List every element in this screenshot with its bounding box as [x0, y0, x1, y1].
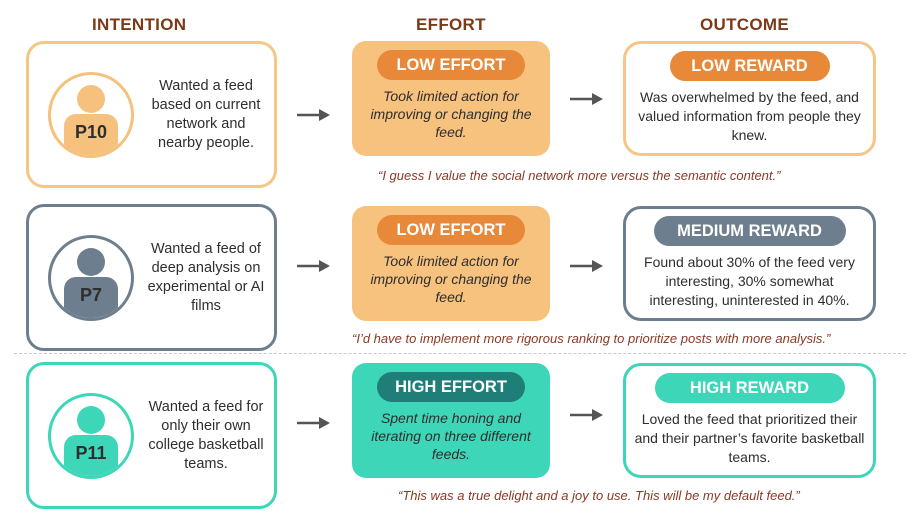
header-outcome: OUTCOME [700, 15, 789, 34]
outcome-text: Was overwhelmed by the feed, and valued … [638, 89, 861, 143]
arrow-right-icon [570, 93, 603, 105]
outcome-card: LOW REWARD Was overwhelmed by the feed, … [623, 41, 876, 156]
effort-label: HIGH EFFORT [377, 372, 525, 402]
intention-card: P11 Wanted a feed for only their own col… [26, 362, 277, 509]
person-head-icon [77, 406, 105, 434]
participant-avatar: P7 [48, 235, 134, 321]
effort-text: Took limited action for improving or cha… [370, 253, 532, 305]
outcome-card: HIGH REWARD Loved the feed that prioriti… [623, 363, 876, 478]
effort-label: LOW EFFORT [377, 215, 525, 245]
intention-card: P7 Wanted a feed of deep analysis on exp… [26, 204, 277, 351]
outcome-label: LOW REWARD [669, 51, 830, 81]
participant-quote: “This was a true delight and a joy to us… [398, 488, 800, 503]
participant-id: P10 [74, 122, 108, 142]
arrow-right-icon [297, 109, 330, 121]
outcome-text: Found about 30% of the feed very interes… [644, 254, 855, 308]
outcome-card: MEDIUM REWARD Found about 30% of the fee… [623, 206, 876, 321]
intention-text: Wanted a feed based on current network a… [151, 77, 261, 151]
participant-avatar: P10 [48, 72, 134, 158]
effort-label: LOW EFFORT [377, 50, 525, 80]
arrow-right-icon [570, 409, 603, 421]
intention-text: Wanted a feed of deep analysis on experi… [147, 240, 265, 314]
effort-card: HIGH EFFORT Spent time honing and iterat… [352, 363, 550, 478]
participant-avatar: P11 [48, 393, 134, 479]
arrow-right-icon [297, 417, 330, 429]
effort-text: Took limited action for improving or cha… [370, 88, 532, 140]
effort-text: Spent time honing and iterating on three… [371, 410, 531, 462]
header-effort: EFFORT [416, 15, 486, 34]
intention-text: Wanted a feed for only their own college… [148, 398, 264, 472]
participant-quote: “I’d have to implement more rigorous ran… [352, 331, 831, 346]
person-head-icon [77, 85, 105, 113]
person-head-icon [77, 248, 105, 276]
intention-card: P10 Wanted a feed based on current netwo… [26, 41, 277, 188]
outcome-label: MEDIUM REWARD [653, 216, 846, 246]
arrow-right-icon [297, 260, 330, 272]
effort-card: LOW EFFORT Took limited action for impro… [352, 206, 550, 321]
person-body-icon [64, 114, 118, 155]
outcome-label: HIGH REWARD [654, 373, 845, 403]
header-intention: INTENTION [92, 15, 187, 34]
participant-id: P7 [79, 285, 103, 305]
person-body-icon [64, 277, 118, 318]
arrow-right-icon [570, 260, 603, 272]
effort-card: LOW EFFORT Took limited action for impro… [352, 41, 550, 156]
person-body-icon [64, 435, 118, 476]
outcome-text: Loved the feed that prioritized their an… [634, 411, 865, 465]
section-divider [14, 353, 906, 354]
participant-quote: “I guess I value the social network more… [378, 168, 781, 183]
participant-id: P11 [75, 443, 107, 463]
